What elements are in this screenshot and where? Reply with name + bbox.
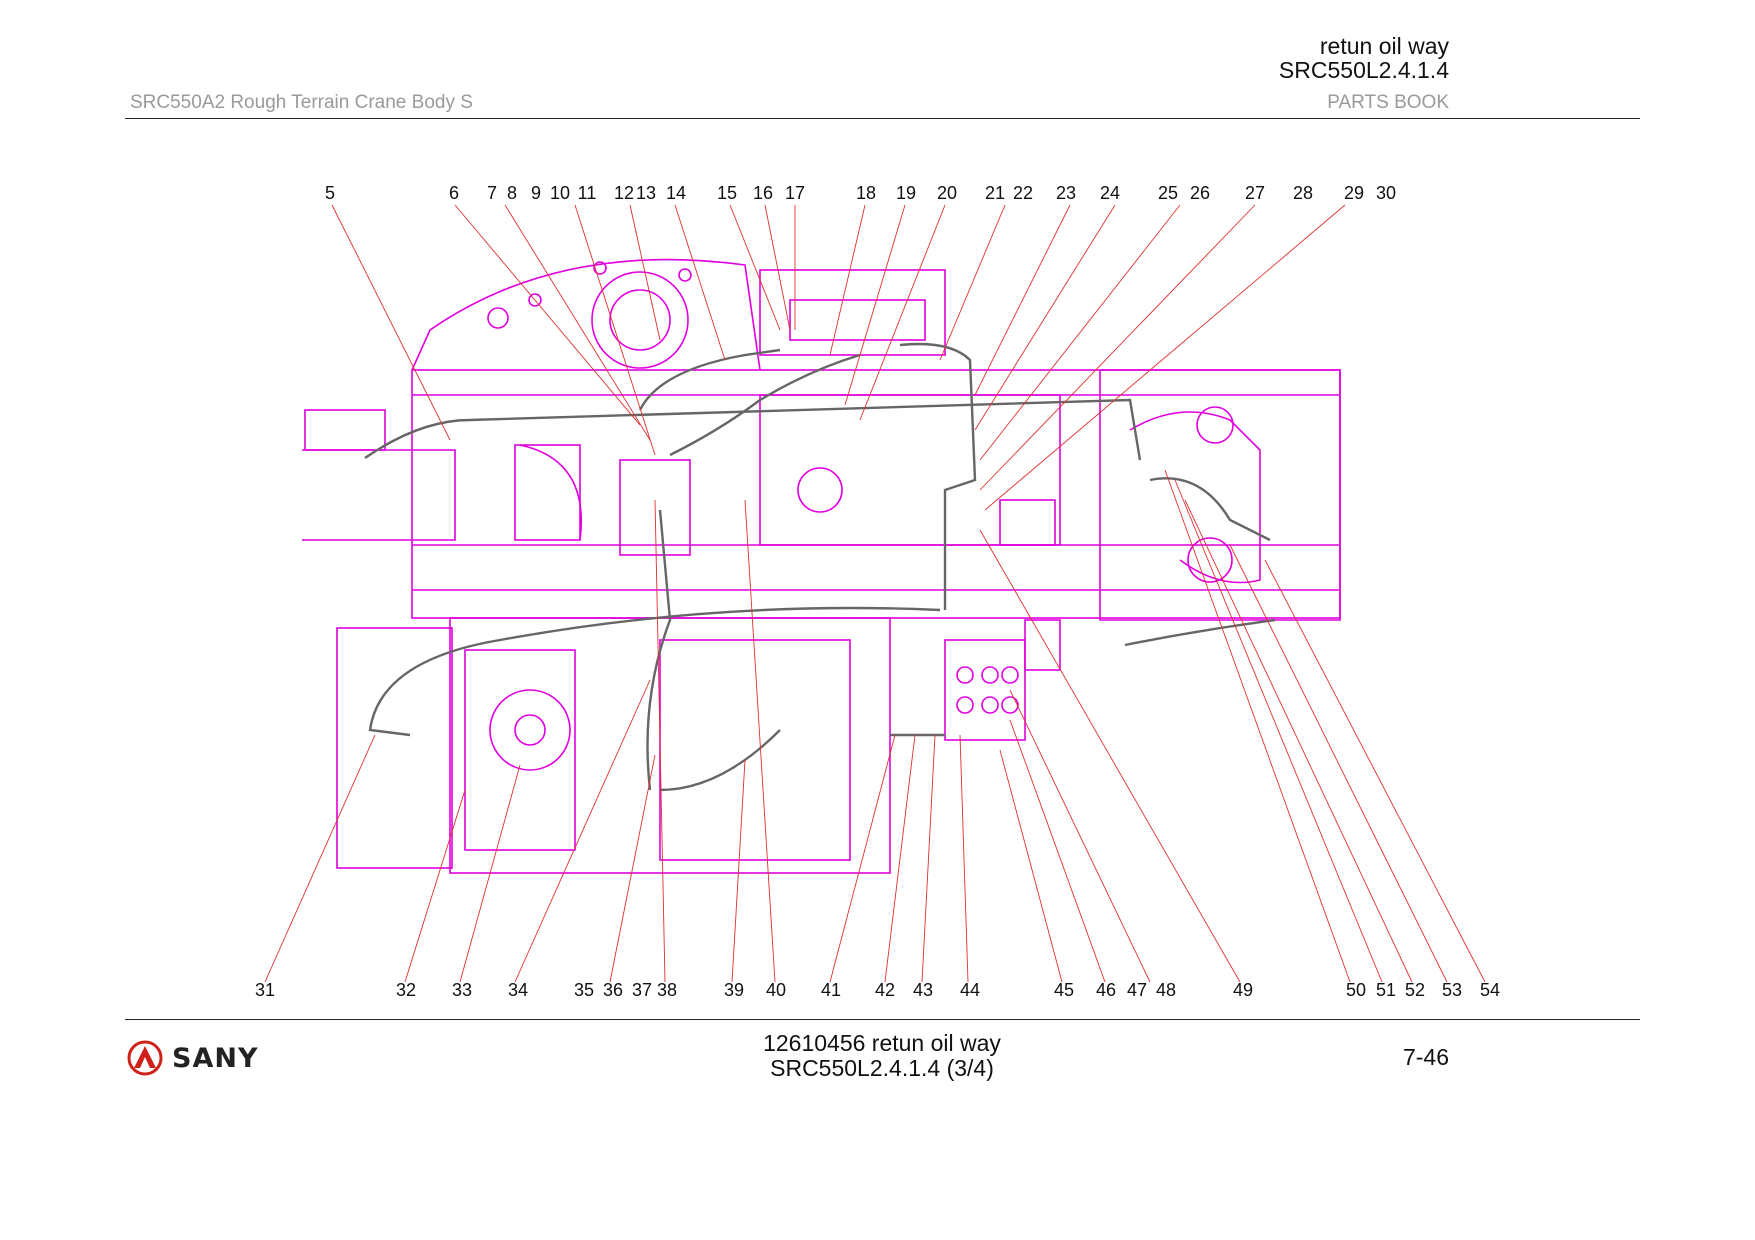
callout-34: 34 [507,980,529,1000]
slew-bearing [591,271,689,369]
document-code: SRC550L2.4.1.4 [1278,57,1449,83]
header-rule [125,118,1640,119]
hose-drop-center [899,342,977,610]
footer-rule [125,1019,1640,1020]
callout-12: 12 [613,183,635,203]
left-box [336,627,453,869]
callout-35: 35 [573,980,595,1000]
callout-33: 33 [451,980,473,1000]
callout-28: 28 [1292,183,1314,203]
turntable-plate [411,258,761,371]
logo-wordmark: SANY [172,1042,259,1074]
callout-5: 5 [324,183,336,203]
callout-52: 52 [1404,980,1426,1000]
pump [489,689,571,771]
callout-49: 49 [1232,980,1254,1000]
callout-53: 53 [1441,980,1463,1000]
hose-lower-left [646,509,672,791]
callout-45: 45 [1053,980,1075,1000]
sany-logo: SANY [126,1040,259,1076]
hose-tank-feed [638,348,781,411]
callout-29: 29 [1343,183,1365,203]
callout-leaders [264,204,1486,983]
callout-48: 48 [1155,980,1177,1000]
callout-39: 39 [723,980,745,1000]
callout-22: 22 [1012,183,1034,203]
callout-8: 8 [506,183,518,203]
callout-31: 31 [254,980,276,1000]
callout-15: 15 [716,183,738,203]
callout-43: 43 [912,980,934,1000]
footer-title: 12610456 retun oil way SRC550L2.4.1.4 (3… [763,1031,1001,1081]
callout-16: 16 [752,183,774,203]
callout-46: 46 [1095,980,1117,1000]
control-valve-bank [944,639,1026,741]
return-hoses [364,342,1276,792]
callout-42: 42 [874,980,896,1000]
callout-11: 11 [577,183,597,203]
callout-7: 7 [486,183,498,203]
callout-32: 32 [395,980,417,1000]
footer-title-line1: 12610456 retun oil way [763,1030,1001,1056]
machine-caption: SRC550A2 Rough Terrain Crane Body S [130,92,473,113]
rear-frame [1099,369,1341,621]
crane-body-drawing [302,258,1341,874]
boom-stub [302,449,456,541]
oil-tank [759,269,946,356]
hose-loop-left [368,606,941,737]
callout-17: 17 [784,183,806,203]
callout-40: 40 [765,980,787,1000]
callout-23: 23 [1055,183,1077,203]
callout-51: 51 [1375,980,1397,1000]
footer-title-line2: SRC550L2.4.1.4 (3/4) [770,1055,994,1081]
page-number: 7-46 [1402,1044,1449,1070]
callout-9: 9 [530,183,542,203]
hose-main-upper [364,398,1142,461]
callout-10: 10 [549,183,571,203]
hydraulic-tank-module [449,617,891,874]
callout-18: 18 [855,183,877,203]
callout-30: 30 [1375,183,1397,203]
callout-38: 38 [656,980,678,1000]
callout-25: 25 [1157,183,1179,203]
callout-37: 37 [631,980,653,1000]
parts-book-caption: PARTS BOOK [1327,92,1449,113]
callout-44: 44 [959,980,981,1000]
hose-right [1124,618,1276,647]
callout-19: 19 [895,183,917,203]
callout-20: 20 [936,183,958,203]
callout-24: 24 [1099,183,1121,203]
callout-50: 50 [1345,980,1367,1000]
callout-36: 36 [602,980,624,1000]
callout-27: 27 [1244,183,1266,203]
callout-26: 26 [1189,183,1211,203]
valve-block-left [619,459,691,556]
callout-6: 6 [448,183,460,203]
callout-47: 47 [1126,980,1148,1000]
document-title: retun oil way [1319,33,1449,59]
callout-14: 14 [665,183,687,203]
callout-41: 41 [820,980,842,1000]
callout-54: 54 [1479,980,1501,1000]
callout-13: 13 [635,183,657,203]
sany-emblem-icon [127,1040,163,1076]
callout-21: 21 [984,183,1006,203]
